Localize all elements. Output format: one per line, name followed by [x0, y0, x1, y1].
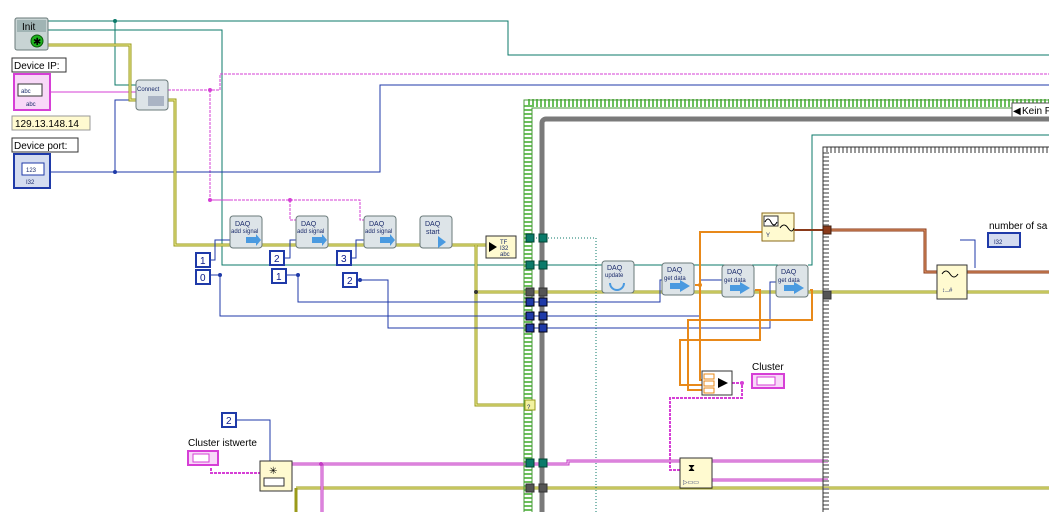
svg-text:Init: Init: [22, 22, 36, 33]
question-terminal[interactable]: ?: [524, 399, 536, 411]
device-ip-control[interactable]: Device IP: abc abc: [11, 57, 67, 111]
svg-text:▷▭▭: ▷▭▭: [683, 480, 699, 486]
daq-add-signal-2-subvi[interactable]: DAQ add signal: [295, 215, 329, 249]
svg-text:1: 1: [276, 272, 282, 283]
svg-text:add signal: add signal: [297, 229, 324, 235]
svg-text:abc: abc: [500, 252, 510, 258]
bundle-node[interactable]: [701, 370, 733, 396]
svg-text:Connect: Connect: [137, 87, 160, 93]
svg-text:get data: get data: [664, 276, 686, 282]
constant-2c[interactable]: 2: [221, 412, 237, 428]
daq-get-data-1-subvi[interactable]: DAQ get data: [661, 262, 695, 296]
device-ip-value: 129.13.148.14: [11, 115, 91, 131]
device-port-control[interactable]: Device port: 123 I32: [11, 137, 79, 189]
wire-junctions: [208, 88, 744, 466]
constant-0[interactable]: 0: [195, 269, 211, 285]
svg-text:Device IP:: Device IP:: [14, 61, 60, 72]
number-of-samples-indicator[interactable]: number of sa I32: [987, 221, 1048, 248]
svg-text:DAQ: DAQ: [235, 221, 251, 228]
svg-text:abc: abc: [26, 102, 36, 108]
svg-text:TF: TF: [500, 240, 508, 246]
svg-text:2: 2: [347, 276, 353, 287]
svg-text:3: 3: [341, 254, 347, 265]
case-structure[interactable]: [523, 99, 1049, 512]
constant-1[interactable]: 1: [195, 252, 211, 268]
svg-text:DAQ: DAQ: [425, 221, 441, 228]
svg-text:0: 0: [200, 273, 206, 284]
svg-text:DAQ: DAQ: [667, 267, 683, 274]
svg-text:update: update: [605, 273, 624, 279]
daq-get-data-2-subvi[interactable]: DAQ get data: [721, 264, 755, 298]
svg-text:↕‥#: ↕‥#: [942, 288, 953, 294]
case-selector-label[interactable]: ◀ Kein F: [1011, 102, 1049, 118]
svg-text:get data: get data: [778, 278, 800, 284]
init-control[interactable]: Init ✱: [14, 17, 49, 51]
cluster-istwerte-control[interactable]: Cluster istwerte: [187, 438, 257, 466]
daq-start-subvi[interactable]: DAQ start: [419, 215, 453, 249]
svg-text:?: ?: [527, 405, 531, 411]
svg-text:◀: ◀: [1013, 106, 1021, 117]
svg-text:DAQ: DAQ: [781, 269, 797, 276]
svg-text:⧗: ⧗: [688, 463, 695, 474]
sequence-structure[interactable]: [822, 146, 1049, 512]
svg-text:start: start: [426, 229, 440, 236]
svg-text:129.13.148.14: 129.13.148.14: [15, 119, 79, 130]
svg-text:I32: I32: [994, 240, 1003, 246]
constant-3[interactable]: 3: [336, 250, 352, 266]
connect-subvi[interactable]: Connect: [135, 79, 169, 111]
svg-text:get data: get data: [724, 278, 746, 284]
svg-text:✳: ✳: [269, 466, 277, 477]
obtain-queue-node[interactable]: ✳: [259, 460, 293, 492]
waveform-node[interactable]: Y: [761, 212, 795, 242]
daq-update-subvi[interactable]: DAQ update: [601, 260, 635, 294]
svg-text:DAQ: DAQ: [727, 269, 743, 276]
svg-text:DAQ: DAQ: [607, 265, 623, 272]
gear-icon: ✱: [33, 37, 41, 48]
daq-add-signal-1-subvi[interactable]: DAQ add signal: [229, 215, 263, 249]
svg-text:2: 2: [226, 416, 232, 427]
svg-text:DAQ: DAQ: [369, 221, 385, 228]
svg-text:Cluster: Cluster: [752, 362, 784, 373]
svg-text:Cluster istwerte: Cluster istwerte: [188, 438, 257, 449]
type-cast-node[interactable]: TF I32 abc: [485, 235, 517, 259]
constant-2b[interactable]: 2: [342, 272, 358, 288]
cluster-indicator[interactable]: Cluster: [751, 362, 785, 389]
svg-text:I32: I32: [26, 180, 35, 186]
svg-text:abc: abc: [21, 89, 31, 95]
svg-text:Kein F: Kein F: [1022, 106, 1049, 117]
svg-text:I32: I32: [500, 246, 509, 252]
svg-text:1: 1: [200, 256, 206, 267]
constant-1b[interactable]: 1: [271, 268, 287, 284]
waveform-subset-node[interactable]: ↕‥#: [936, 264, 968, 300]
svg-text:Device port:: Device port:: [14, 141, 67, 152]
daq-get-data-3-subvi[interactable]: DAQ get data: [775, 264, 809, 298]
svg-text:number of sa: number of sa: [989, 221, 1048, 232]
tunnels: [525, 225, 832, 493]
svg-text:2: 2: [274, 254, 280, 265]
svg-text:add signal: add signal: [365, 229, 392, 235]
svg-text:DAQ: DAQ: [301, 221, 317, 228]
svg-text:123: 123: [26, 168, 37, 174]
enqueue-node[interactable]: ⧗ ▷▭▭: [679, 457, 713, 489]
svg-text:add signal: add signal: [231, 229, 258, 235]
svg-text:Y: Y: [766, 233, 770, 239]
daq-add-signal-3-subvi[interactable]: DAQ add signal: [363, 215, 397, 249]
constant-2a[interactable]: 2: [269, 250, 285, 266]
